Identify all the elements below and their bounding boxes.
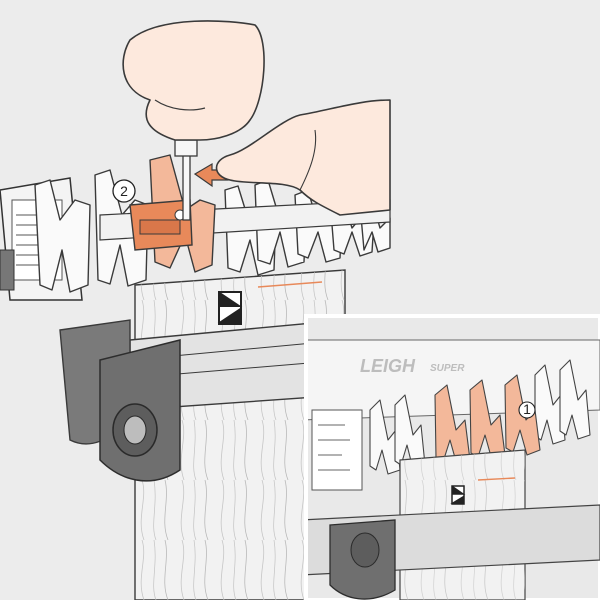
main-scene: 2 [0,20,391,600]
callout-label: 2 [120,183,128,199]
inset-view: LEIGH SUPER [304,314,600,600]
brand-text: LEIGH [360,356,416,376]
highlighted-finger [129,154,216,273]
clamp-bracket [59,319,181,482]
screwdriver [174,119,198,221]
inset-board-symbol-icon [450,485,466,505]
marking-line [257,281,323,288]
hand-pressing [215,99,391,216]
brand-sub-text: SUPER [430,363,465,374]
inset-callout-label: 1 [523,401,531,417]
hand-holding-screwdriver [122,20,265,141]
inset-fingers [369,359,591,475]
callout-step-1: 1 [518,401,536,419]
board-symbol-icon [217,291,243,325]
callout-step-2: 2 [112,179,136,203]
